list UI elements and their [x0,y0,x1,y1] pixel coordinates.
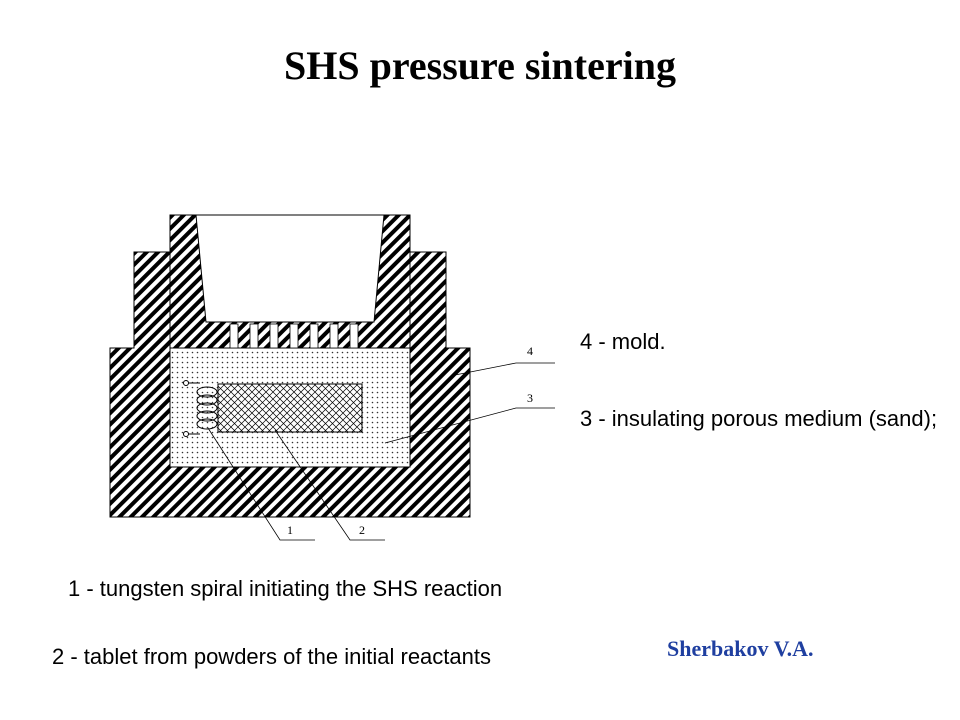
author-credit: Sherbakov V.A. [667,636,814,661]
callout-4: 4 [527,344,533,358]
tungsten-spiral [183,380,218,437]
page-title: SHS pressure sintering [284,43,676,88]
callout-2: 2 [359,523,365,537]
legend-item-1: 1 - tungsten spiral initiating the SHS r… [68,576,503,601]
leader-3 [384,407,555,444]
leader-2 [274,429,385,541]
reactant-tablet [217,383,363,433]
legend-item-3: 3 - insulating porous medium (sand); [580,406,938,431]
leader-lines [207,362,555,541]
vent-slots [229,323,359,349]
leader-1 [207,427,315,541]
callout-1: 1 [287,523,293,537]
legend-item-4: 4 - mold. [580,329,666,354]
callout-3: 3 [527,391,533,405]
legend-item-2: 2 - tablet from powders of the initial r… [52,644,491,669]
punch [169,214,411,349]
leader-4 [454,362,555,376]
